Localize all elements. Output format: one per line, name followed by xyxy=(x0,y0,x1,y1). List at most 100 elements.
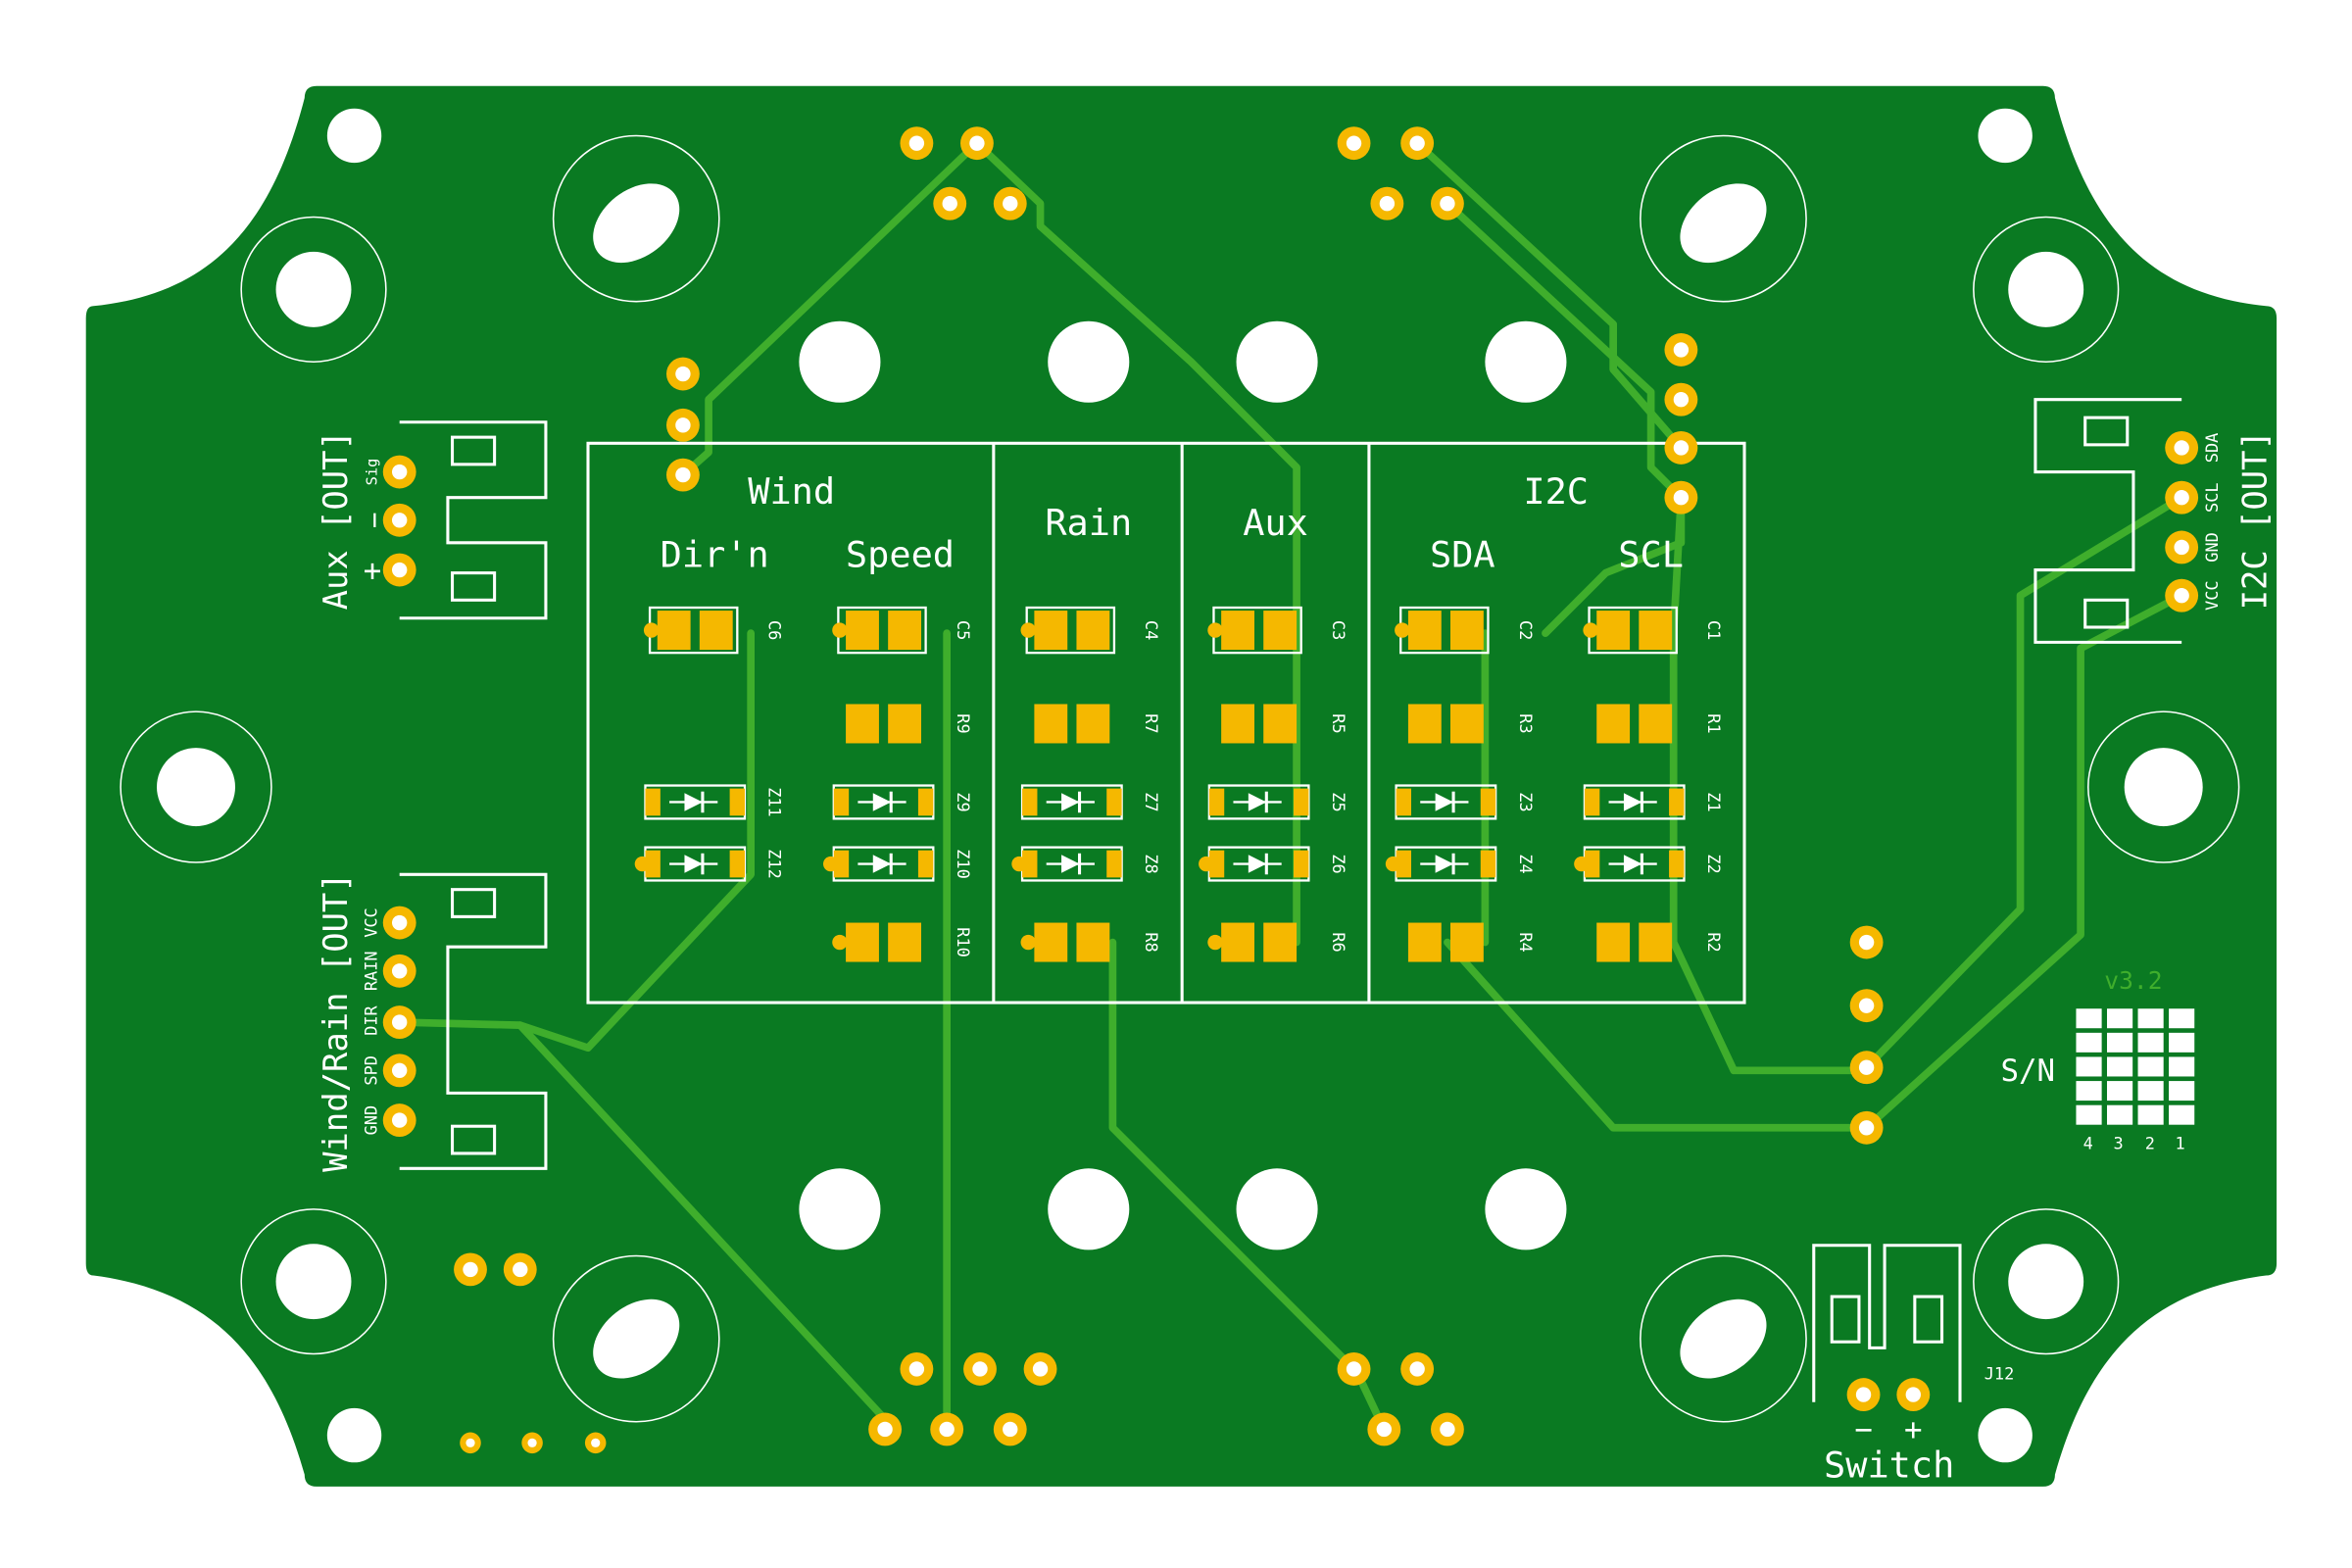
windrain-pin-rain-label: RAIN xyxy=(362,951,381,991)
ref-z10: Z10 xyxy=(954,849,973,879)
section-dirn-label: Dir'n xyxy=(661,533,769,575)
serial-digit-1: 1 xyxy=(2176,1133,2185,1152)
windrain-pin-spd-label: SPD xyxy=(362,1055,381,1086)
via-drill xyxy=(591,1438,601,1447)
version-label: v3.2 xyxy=(2104,966,2162,995)
section-labels: Wind Dir'n Speed Rain Aux I2C SDA SCL xyxy=(661,470,1684,576)
serial-cell xyxy=(2137,1032,2164,1053)
serial-cell xyxy=(2169,1081,2195,1102)
th-pad-drill xyxy=(1858,1120,1875,1136)
aux-out-label: Aux [OUT] xyxy=(317,430,355,610)
component-frame xyxy=(586,441,1746,1004)
th-pad-drill xyxy=(513,1261,528,1278)
ref-r10: R10 xyxy=(954,927,973,957)
th-pad-drill xyxy=(1379,196,1396,212)
serial-cell xyxy=(2076,1056,2102,1077)
ref-z5: Z5 xyxy=(1329,792,1348,811)
section-speed-label: Speed xyxy=(846,533,955,575)
ref-r2: R2 xyxy=(1704,932,1724,952)
ref-z12: Z12 xyxy=(765,849,785,879)
serial-cell xyxy=(2107,1104,2133,1125)
serial-cell xyxy=(2137,1008,2164,1029)
th-pad-drill xyxy=(1905,1387,1921,1402)
ref-z1: Z1 xyxy=(1704,792,1724,811)
th-pad-drill xyxy=(675,417,691,433)
th-pad-drill xyxy=(392,1062,408,1078)
ref-c3: C3 xyxy=(1329,620,1348,640)
th-pad-drill xyxy=(969,135,985,151)
th-pad-drill xyxy=(908,135,925,151)
th-pad-drill xyxy=(877,1421,893,1438)
ref-r7: R7 xyxy=(1142,713,1161,733)
th-pad-drill xyxy=(1858,998,1875,1013)
windrain-out-label: Wind/Rain [OUT] xyxy=(317,872,355,1171)
th-pad-drill xyxy=(942,196,957,212)
ref-c1: C1 xyxy=(1704,620,1724,640)
via-drill xyxy=(466,1438,475,1447)
th-pad-drill xyxy=(675,366,691,382)
switch-ref-label: J12 xyxy=(1984,1364,2015,1384)
serial-cell xyxy=(2137,1081,2164,1102)
serial-cell xyxy=(2169,1008,2195,1029)
ref-z3: Z3 xyxy=(1516,792,1536,811)
section-aux-label: Aux xyxy=(1243,502,1308,544)
serial-cell xyxy=(2137,1104,2164,1125)
serial-cell xyxy=(2076,1104,2102,1125)
th-pad-drill xyxy=(463,1261,478,1278)
th-pad-drill xyxy=(1376,1421,1392,1438)
ref-r9: R9 xyxy=(954,713,973,733)
section-wind-label: Wind xyxy=(748,470,835,513)
aux-pin-minus-label: − xyxy=(358,512,390,528)
th-pad-drill xyxy=(1858,934,1875,951)
section-i2c-label: I2C xyxy=(1523,470,1589,513)
serial-cell xyxy=(2107,1032,2133,1053)
ref-r5: R5 xyxy=(1329,713,1348,733)
i2c-pin-scl-label: SCL xyxy=(2202,482,2222,513)
th-pad-drill xyxy=(1409,1361,1425,1377)
ref-z4: Z4 xyxy=(1516,854,1536,873)
serial-cell xyxy=(2169,1104,2195,1125)
th-pad-drill xyxy=(392,914,408,931)
th-pad-drill xyxy=(1440,1421,1455,1438)
ref-r8: R8 xyxy=(1142,932,1161,952)
serial-digit-4: 4 xyxy=(2083,1133,2093,1152)
th-pad-drill xyxy=(1409,135,1425,151)
th-pad-drill xyxy=(1858,1059,1875,1075)
ref-z8: Z8 xyxy=(1142,854,1161,873)
th-pad-drill xyxy=(1673,490,1690,506)
serial-cell xyxy=(2076,1081,2102,1102)
windrain-connector: Wind/Rain [OUT] VCC RAIN DIR SPD GND xyxy=(317,872,548,1172)
th-pad-drill xyxy=(1440,196,1455,212)
serial-cell xyxy=(2076,1032,2102,1053)
th-pad-drill xyxy=(392,1112,408,1128)
th-pad-drill xyxy=(972,1361,988,1377)
th-pad-drill xyxy=(1346,135,1362,151)
serial-number-label: S/N xyxy=(2000,1054,2055,1089)
aux-connector: Aux [OUT] Sig − + xyxy=(317,420,548,620)
i2c-pin-gnd-label: GND xyxy=(2202,532,2222,563)
via-drill xyxy=(527,1438,537,1447)
th-pad-drill xyxy=(939,1421,955,1438)
serial-number-grid xyxy=(2076,1008,2195,1125)
ref-c2: C2 xyxy=(1516,620,1536,640)
ref-z9: Z9 xyxy=(954,792,973,811)
i2c-pin-vcc-label: VCC xyxy=(2202,580,2222,611)
section-rain-label: Rain xyxy=(1045,502,1132,544)
windrain-pin-dir-label: DIR xyxy=(362,1004,381,1035)
th-pad-drill xyxy=(2174,539,2189,556)
ref-c4: C4 xyxy=(1142,620,1161,640)
aux-pin-plus-label: + xyxy=(364,553,382,588)
serial-cell xyxy=(2076,1008,2102,1029)
th-pad-drill xyxy=(1673,392,1690,408)
th-pad-drill xyxy=(675,466,691,483)
th-pad-drill xyxy=(392,464,408,480)
th-pad-drill xyxy=(392,963,408,979)
th-pad-drill xyxy=(1346,1361,1362,1377)
switch-label: Switch xyxy=(1824,1445,1954,1487)
serial-cell xyxy=(2107,1081,2133,1102)
